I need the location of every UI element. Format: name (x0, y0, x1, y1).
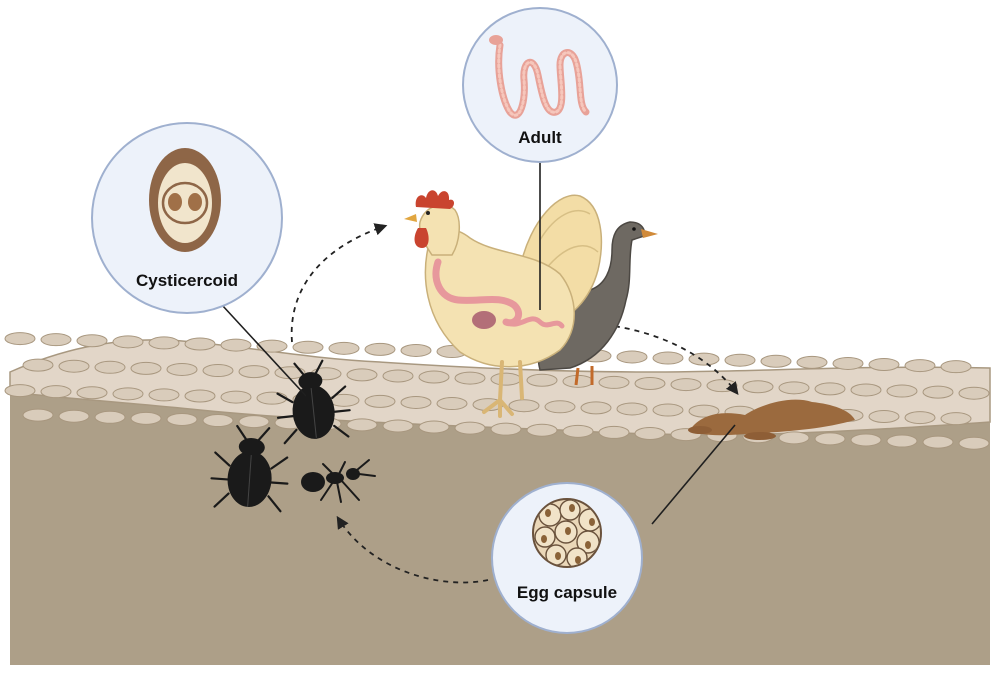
cobblestone (185, 390, 215, 402)
cobblestone (599, 426, 629, 438)
cobblestone (221, 391, 251, 403)
cobblestone (149, 337, 179, 349)
cobblestone (95, 411, 125, 423)
cobblestone (167, 413, 197, 425)
cobblestone (743, 381, 773, 393)
cobblestone (491, 423, 521, 435)
cobblestone (545, 401, 575, 413)
cobblestone (509, 400, 539, 412)
cobblestone (59, 410, 89, 422)
cobblestone (401, 344, 431, 356)
cobblestone (923, 386, 953, 398)
cobblestone (599, 376, 629, 388)
cobblestone (779, 382, 809, 394)
cobblestone (815, 383, 845, 395)
cobblestone (869, 359, 899, 371)
cobblestone (203, 415, 233, 427)
cobblestone (239, 366, 269, 378)
cobblestone (617, 351, 647, 363)
cobblestone (959, 437, 989, 449)
cobblestone (257, 340, 287, 352)
cobblestone (23, 409, 53, 421)
cysticercoid-callout: Cysticercoid (92, 123, 282, 313)
cobblestone (797, 356, 827, 368)
cobblestone (455, 422, 485, 434)
cobblestone (761, 355, 791, 367)
cobblestone (941, 361, 971, 373)
cobblestone (293, 341, 323, 353)
cobblestone (419, 421, 449, 433)
cobblestone (77, 335, 107, 347)
egg-capsule-label: Egg capsule (517, 583, 617, 602)
cobblestone (131, 362, 161, 374)
cysticercoid-larva-icon (149, 148, 221, 252)
cobblestone (905, 412, 935, 424)
cobblestone (203, 365, 233, 377)
cobblestone (23, 359, 53, 371)
cobblestone (725, 354, 755, 366)
cobblestone (59, 360, 89, 372)
cobblestone (653, 404, 683, 416)
cobblestone (833, 357, 863, 369)
adult-label: Adult (518, 128, 562, 147)
cobblestone (851, 434, 881, 446)
cobblestone (815, 433, 845, 445)
cobblestone (887, 385, 917, 397)
cobblestone (455, 372, 485, 384)
cobblestone (5, 385, 35, 397)
cysticercoid-label: Cysticercoid (136, 271, 238, 290)
cobblestone (41, 334, 71, 346)
cobblestone (401, 396, 431, 408)
cobblestone (527, 424, 557, 436)
cobblestone (941, 413, 971, 425)
cobblestone (383, 370, 413, 382)
cobblestone (77, 387, 107, 399)
adult-callout: Adult (463, 8, 617, 162)
cobblestone (779, 432, 809, 444)
cobblestone (617, 403, 647, 415)
cobblestone (149, 389, 179, 401)
cobblestone (671, 379, 701, 391)
cobblestone (707, 380, 737, 392)
cobblestone (347, 419, 377, 431)
cobblestone (365, 343, 395, 355)
cobblestone (869, 411, 899, 423)
cobblestone (383, 420, 413, 432)
cobblestone (887, 435, 917, 447)
cobblestone (491, 373, 521, 385)
cobblestone (527, 374, 557, 386)
cobblestone (851, 384, 881, 396)
cobblestone (419, 371, 449, 383)
cobblestone (5, 333, 35, 345)
cobblestone (923, 436, 953, 448)
cobblestone (959, 387, 989, 399)
cobblestone (905, 360, 935, 372)
cobblestone (167, 363, 197, 375)
cobblestone (131, 412, 161, 424)
cobblestone (635, 378, 665, 390)
cobblestone (239, 416, 269, 428)
cobblestone (185, 338, 215, 350)
cobblestone (221, 339, 251, 351)
cobblestone (437, 398, 467, 410)
cobblestone (329, 342, 359, 354)
cobblestone (113, 336, 143, 348)
cobblestone (581, 402, 611, 414)
cobblestone (365, 395, 395, 407)
cobblestone (347, 369, 377, 381)
cobblestone (563, 425, 593, 437)
cobblestone (635, 428, 665, 440)
arrow-beetle-to-chicken (292, 226, 385, 342)
cobblestone (653, 352, 683, 364)
egg-capsule-icon (533, 499, 601, 568)
cobblestone (113, 388, 143, 400)
cobblestone (41, 386, 71, 398)
cobblestone (257, 392, 287, 404)
egg-capsule-callout: Egg capsule (492, 483, 642, 633)
cobblestone (95, 361, 125, 373)
